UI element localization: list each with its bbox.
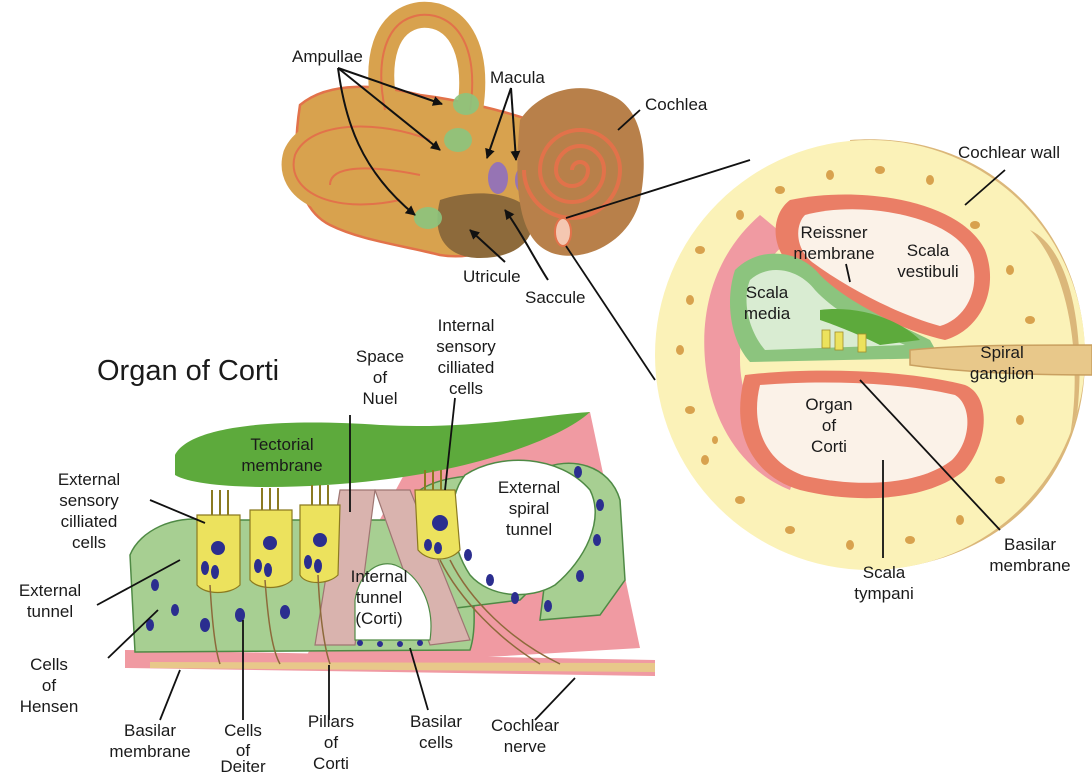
label-macula: Macula (490, 68, 545, 87)
label-cochlea: Cochlea (645, 95, 708, 114)
label-cochlear-wall: Cochlear wall (958, 143, 1060, 162)
organ-of-corti-illustration (125, 412, 655, 676)
label-ampullae: Ampullae (292, 47, 363, 66)
label-utricule: Utricule (463, 267, 521, 286)
title-organ-of-corti: Organ of Corti (97, 355, 279, 387)
label-saccule: Saccule (525, 288, 585, 307)
cochlea-cross-section (655, 139, 1092, 570)
